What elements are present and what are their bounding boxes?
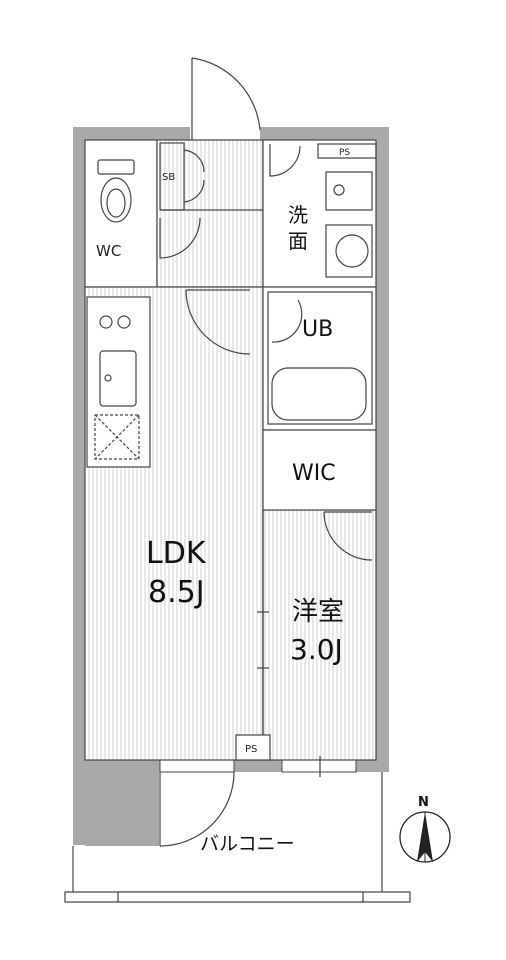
entrance-door <box>191 57 261 140</box>
ps-bottom-label: PS <box>245 744 257 755</box>
toilet-fixture <box>97 159 201 259</box>
shoe-box <box>159 142 263 211</box>
unit-bath <box>267 291 373 425</box>
wc-label: WC <box>96 242 121 260</box>
balcony <box>64 772 411 903</box>
balcony-label: バルコニー <box>200 833 295 855</box>
ldk-door <box>185 289 251 355</box>
bedroom-size: 3.0J <box>290 633 343 666</box>
bedroom-label: 洋室 <box>292 597 344 627</box>
wic-label: WIC <box>292 461 336 486</box>
kitchen-counter <box>86 296 151 468</box>
sliding-partition <box>257 510 269 735</box>
balcony-door <box>159 771 235 847</box>
ps-bottom-box <box>235 734 271 761</box>
compass-north-label: N <box>418 795 429 810</box>
washroom-label-1: 洗 <box>288 203 308 227</box>
sb-label: SB <box>162 172 175 183</box>
bedroom-door <box>323 511 373 561</box>
ldk-label: LDK <box>146 536 207 571</box>
ub-label: UB <box>302 317 333 342</box>
outer-walls <box>73 127 389 846</box>
washroom-fixtures <box>269 143 377 278</box>
compass-icon <box>399 811 451 863</box>
washroom-label-2: 面 <box>288 229 308 253</box>
ps-top-label: PS <box>339 148 350 158</box>
ldk-size: 8.5J <box>148 575 205 610</box>
